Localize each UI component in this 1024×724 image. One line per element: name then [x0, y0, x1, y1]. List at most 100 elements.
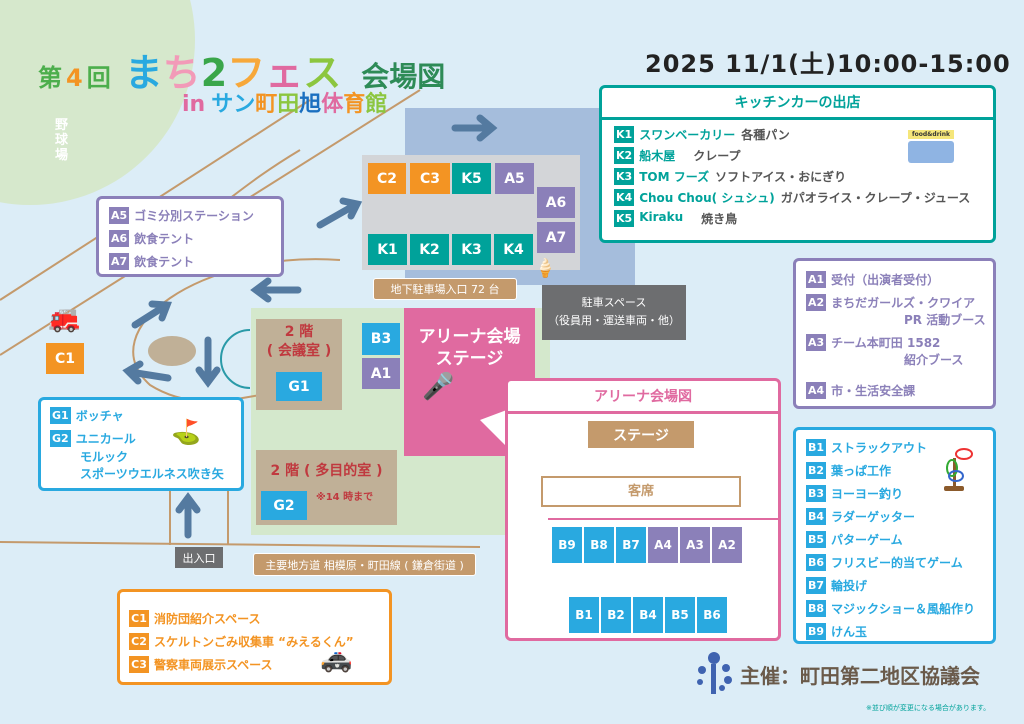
legend-code: G2: [50, 430, 71, 447]
booth-a1[interactable]: A1: [362, 358, 400, 389]
booth-a7[interactable]: A7: [537, 222, 575, 253]
legend-label: ユニカール: [75, 432, 136, 446]
booth-a5[interactable]: A5: [495, 163, 534, 194]
room-multipurpose-note: ※14 時まで: [316, 492, 374, 503]
venue-char: 館: [365, 92, 388, 117]
parking-entrance-label: 地下駐車場入口 72 台: [373, 278, 517, 300]
legend-label: モルック: [80, 450, 129, 464]
legend-label: 紹介ブース: [904, 353, 964, 367]
legend-code: B8: [806, 600, 827, 617]
booth-c3[interactable]: C3: [410, 163, 450, 194]
kitchen-menu: 各種パン: [741, 128, 790, 142]
booth-a2[interactable]: A2: [712, 527, 742, 563]
legend-label: 警察車両展示スペース: [154, 658, 273, 672]
legend-label: けん玉: [831, 625, 868, 639]
legend-code: B1: [806, 439, 827, 456]
kitchen-name: Chou Chou( シュシュ): [639, 191, 775, 205]
legend-label: 飲食テント: [134, 255, 195, 269]
tree-logo-icon: [697, 652, 732, 694]
venue-char: 育: [343, 92, 366, 117]
entrance-label: 出入口: [175, 547, 223, 568]
booth-b6[interactable]: B6: [697, 597, 727, 633]
booth-a3[interactable]: A3: [680, 527, 710, 563]
parking-space: 駐車スペース （役員用・運送車両・他）: [542, 285, 686, 340]
booth-g1[interactable]: G1: [276, 372, 322, 401]
legend-label: まちだガールズ・クワイア: [831, 296, 976, 310]
booth-b2[interactable]: B2: [601, 597, 631, 633]
ring-toss-icon: [944, 448, 973, 491]
legend-code: C2: [129, 633, 149, 650]
booth-k3[interactable]: K3: [452, 234, 491, 265]
kitchen-name: スワンベーカリー: [639, 128, 736, 142]
legend-row: A2 まちだガールズ・クワイア: [806, 294, 993, 311]
booth-c1[interactable]: C1: [46, 343, 84, 374]
kitchen-title: キッチンカーの出店: [602, 88, 993, 120]
kitchen-menu: 焼き鳥: [701, 212, 738, 226]
legend-label: 葉っぱ工作: [831, 464, 892, 478]
booth-k5[interactable]: K5: [452, 163, 491, 194]
divider: [548, 518, 781, 520]
legend-label: ボッチャ: [75, 409, 124, 423]
title-dai: 第: [38, 64, 62, 92]
legend-code: B5: [806, 531, 827, 548]
booth-k4[interactable]: K4: [494, 234, 533, 265]
venue-char: 体: [321, 92, 344, 117]
title-char: ス: [303, 51, 342, 95]
arena-map-title: アリーナ会場図: [508, 381, 778, 414]
booth-a6[interactable]: A6: [537, 187, 575, 218]
legend-row: B5 パターゲーム: [806, 531, 993, 548]
kitchen-menu: ソフトアイス・おにぎり: [715, 170, 847, 184]
audience-seats: 客席: [541, 476, 741, 507]
golf-icon: ⛳: [171, 418, 201, 446]
legend-row: B9 けん玉: [806, 623, 993, 640]
microphone-icon: 🎤: [422, 372, 455, 402]
room-conference-name: ( 会議室 ): [266, 343, 332, 359]
legend-label: マジックショー＆風船作り: [831, 602, 976, 616]
booth-a4[interactable]: A4: [648, 527, 678, 563]
direction-arrows: [122, 114, 498, 539]
booth-b1[interactable]: B1: [569, 597, 599, 633]
legend-code: A1: [806, 271, 827, 288]
legend-row: C2 スケルトンごみ収集車 “みえるくん”: [129, 633, 389, 650]
venue-char: 旭: [299, 92, 322, 117]
venue-char: 田: [277, 92, 300, 117]
legend-code: B9: [806, 623, 827, 640]
booth-k2[interactable]: K2: [410, 234, 449, 265]
arena-stage-title: アリーナ会場: [418, 327, 521, 347]
booth-b3[interactable]: B3: [362, 323, 400, 355]
legend-label: スポーツウエルネス吹き矢: [80, 467, 224, 481]
room-multipurpose-name: 2 階 ( 多目的室 ): [270, 463, 383, 479]
fire-truck-icon: 🚒: [48, 304, 81, 334]
booth-b7[interactable]: B7: [616, 527, 646, 563]
arena-stage-subtitle: ステージ: [435, 349, 504, 369]
legend-code: B7: [806, 577, 827, 594]
legend-row: B8 マジックショー＆風船作り: [806, 600, 993, 617]
legend-code: A2: [806, 294, 827, 311]
booth-b9[interactable]: B9: [552, 527, 582, 563]
legend-label: スケルトンごみ収集車 “みえるくん”: [154, 635, 354, 649]
booth-c2[interactable]: C2: [368, 163, 406, 194]
legend-label: チーム本町田 1582: [831, 336, 941, 350]
room-conference-floor: 2 階: [284, 324, 314, 340]
legend-label: 飲食テント: [134, 232, 195, 246]
crepe-icon: 🍦: [534, 258, 557, 279]
venue-title: in サ ン 町 田 旭 体 育 館: [182, 86, 387, 118]
booth-g2[interactable]: G2: [261, 491, 307, 520]
booth-k1[interactable]: K1: [368, 234, 407, 265]
booth-b4[interactable]: B4: [633, 597, 663, 633]
booth-b8[interactable]: B8: [584, 527, 614, 563]
police-car-icon: 🚓: [320, 644, 353, 674]
title-char: フ: [227, 51, 266, 95]
booth-b5[interactable]: B5: [665, 597, 695, 633]
legend-label: パターゲーム: [831, 533, 903, 547]
